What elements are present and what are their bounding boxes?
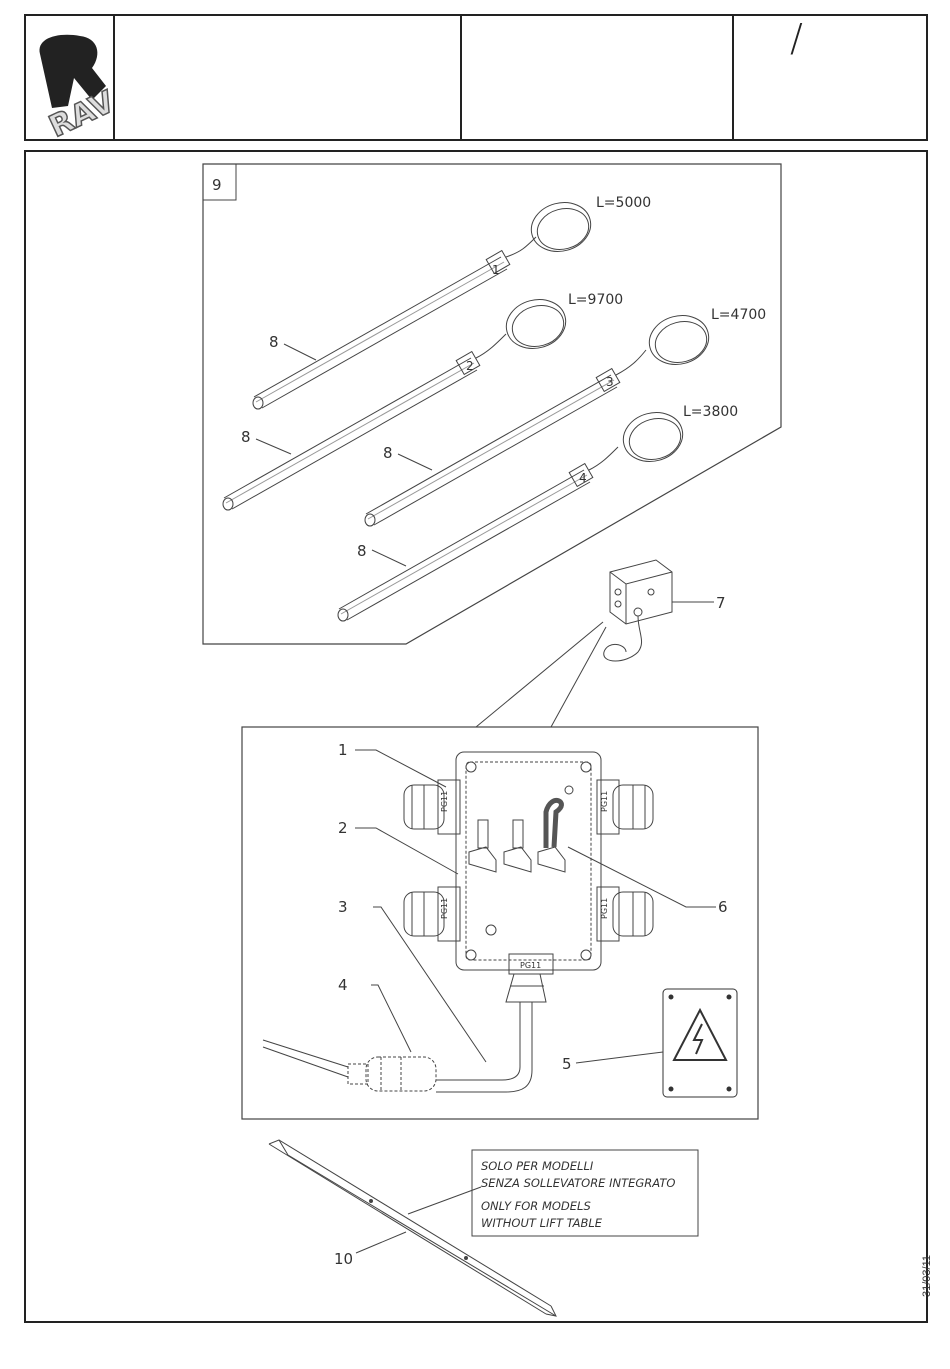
callout-7: 7 [716,594,726,612]
cable-gland-top-left: PG11 [404,780,460,834]
callout-6: 6 [718,898,728,916]
output-cable [436,1002,532,1092]
callout-2: 2 [338,819,348,837]
detail-leaders [355,750,716,1063]
group-number-label: 9 [212,176,222,194]
revision-mark: / [790,16,803,60]
callout-8-d: 8 [357,542,367,560]
header-cell-revision: / [732,16,928,139]
gland-label-2: PG11 [600,791,609,812]
cable-gland-top-right: PG11 [597,780,653,834]
rav-logo: RAV [28,16,114,139]
gland-label-5: PG11 [520,961,541,970]
sensor-number-4: 4 [579,471,587,485]
cable-gland-bottom: PG11 [506,954,553,1002]
gland-label-3: PG11 [440,898,449,919]
callout-8-b: 8 [241,428,251,446]
cable-gland-bottom-right: PG11 [597,887,653,941]
header-cell-title [113,16,460,139]
input-cable [263,1040,348,1077]
exploded-view-diagram: 9 [26,152,926,1321]
zoom-line-left [476,622,603,727]
callout-10-leader [356,1232,406,1253]
sensor-bar-4 [338,406,688,621]
note-line-3: ONLY FOR MODELS [481,1199,591,1213]
small-junction-box [604,560,714,661]
callout-8-a: 8 [269,333,279,351]
header-cell-code [460,16,732,139]
note-line-2: SENZA SOLLEVATORE INTEGRATO [481,1176,675,1190]
sensor-bar-2 [223,293,571,510]
gland-label-1: PG11 [440,791,449,812]
callout-3: 3 [338,898,348,916]
callout-8-leaders [256,344,432,566]
note-line-1: SOLO PER MODELLI [481,1159,594,1173]
terminal-blocks [469,786,573,872]
electrical-warning-sign [663,989,737,1097]
junction-box-frame [456,752,601,970]
model-note: SOLO PER MODELLI SENZA SOLLEVATORE INTEG… [472,1150,698,1236]
callout-10: 10 [334,1250,353,1268]
cable-length-3: L=4700 [711,307,766,323]
callout-4: 4 [338,976,348,994]
connector-plug [348,1057,436,1091]
cable-length-4: L=3800 [683,404,738,420]
callout-1: 1 [338,741,348,759]
revision-date: 31/03/11 [930,1240,944,1320]
sensor-number-1: 1 [492,263,500,277]
sensor-bar-1 [253,196,596,409]
callout-8-c: 8 [383,444,393,462]
note-line-4: WITHOUT LIFT TABLE [481,1216,603,1230]
cable-length-2: L=9700 [568,292,623,308]
revision-date-text: 31/03/11 [921,1255,933,1297]
callout-5: 5 [562,1055,572,1073]
sensor-bar-3 [365,309,714,526]
drawing-area: 9 [24,150,928,1323]
cable-gland-bottom-left: PG11 [404,887,460,941]
note-leader [408,1187,481,1214]
sensor-number-3: 3 [606,375,614,389]
title-block: RAV / [24,14,928,141]
gland-label-4: PG11 [600,898,609,919]
cable-length-1: L=5000 [596,195,651,211]
sensor-number-2: 2 [466,359,474,373]
